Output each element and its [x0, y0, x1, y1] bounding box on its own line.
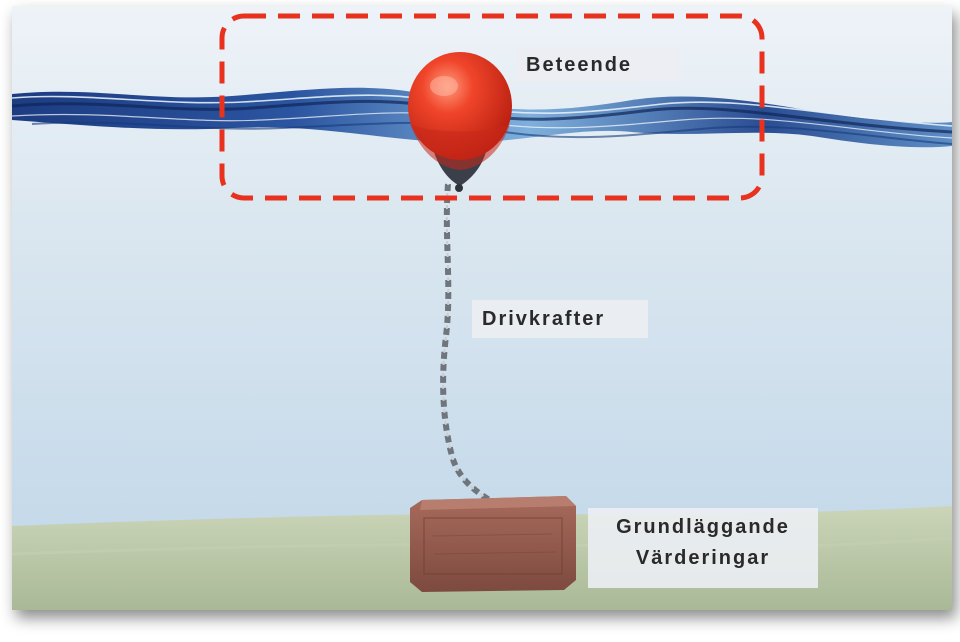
behaviour-highlight-box — [219, 13, 765, 201]
chain-icon — [440, 183, 502, 509]
label-behaviour: Beteende — [516, 48, 680, 82]
label-core-values: Grundläggande Värderingar — [588, 508, 818, 588]
buoy-icon — [408, 52, 512, 192]
brick-anchor-icon — [410, 496, 576, 592]
label-core-values-line2: Värderingar — [635, 547, 771, 569]
diagram-frame: Beteende Drivkrafter Grundläggande Värde… — [12, 6, 952, 610]
label-core-values-line1: Grundläggande — [616, 516, 790, 538]
label-drivers: Drivkrafter — [472, 300, 648, 338]
